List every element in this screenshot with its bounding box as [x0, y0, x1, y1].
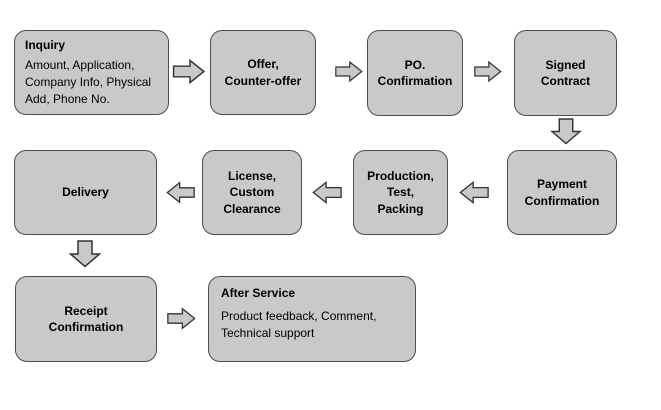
node-label: Production, Test, Packing — [367, 169, 434, 216]
arrow-down-icon — [67, 240, 103, 268]
arrow-right-icon — [335, 58, 363, 85]
node-body: Product feedback, Comment, Technical sup… — [221, 309, 377, 340]
node-license-custom-clearance: License, Custom Clearance — [202, 150, 302, 235]
node-inquiry: Inquiry Amount, Application, Company Inf… — [14, 30, 169, 115]
node-payment-confirmation: Payment Confirmation — [507, 150, 617, 235]
node-po-confirmation: PO. Confirmation — [367, 30, 463, 116]
node-label: PO. Confirmation — [377, 57, 453, 88]
node-label: Payment Confirmation — [524, 177, 600, 208]
node-body: Amount, Application, Company Info, Physi… — [25, 58, 152, 106]
node-signed-contract: Signed Contract — [514, 30, 617, 116]
node-offer-counter-offer: Offer, Counter-offer — [210, 30, 316, 115]
arrow-down-icon — [548, 118, 584, 145]
node-label: Signed Contract — [540, 57, 591, 88]
node-receipt-confirmation: Receipt Confirmation — [15, 276, 157, 362]
arrow-left-icon — [166, 179, 195, 206]
arrow-right-icon — [172, 58, 206, 85]
node-delivery: Delivery — [14, 150, 157, 235]
node-label: Receipt Confirmation — [48, 303, 124, 334]
node-label: License, Custom Clearance — [223, 169, 281, 216]
node-label: Delivery — [62, 185, 109, 200]
node-production-test-packing: Production, Test, Packing — [353, 150, 448, 235]
arrow-right-icon — [474, 58, 502, 85]
node-label: Offer, Counter-offer — [224, 57, 302, 88]
node-title: After Service — [221, 286, 296, 300]
node-after-service: After Service Product feedback, Comment,… — [208, 276, 416, 362]
node-title: Inquiry — [25, 38, 66, 52]
arrow-left-icon — [459, 179, 489, 206]
arrow-left-icon — [312, 179, 342, 206]
arrow-right-icon — [167, 305, 196, 332]
